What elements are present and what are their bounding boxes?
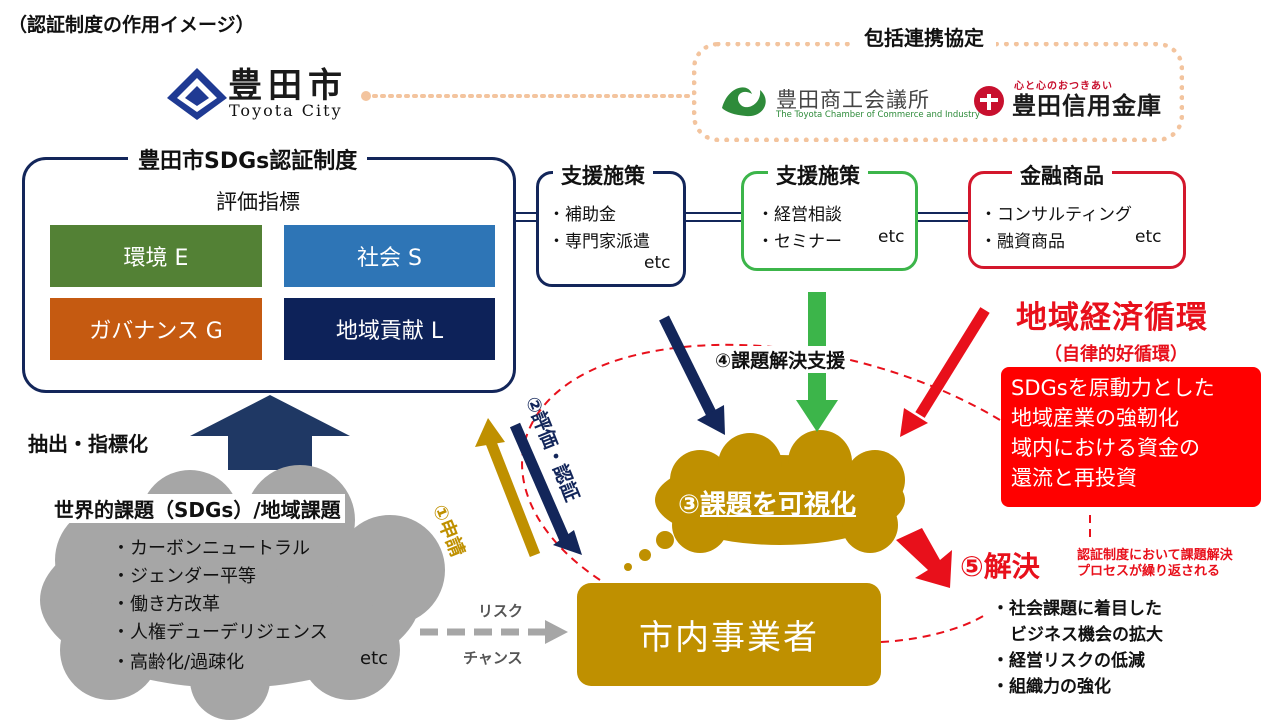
regional-economy-line: 還流と再投資: [1011, 466, 1137, 490]
bank-tagline: 心と心のおつきあい: [1014, 81, 1113, 92]
regional-economy-box: SDGsを原動力とした 地域産業の強靭化 域内における資金の 還流と再投資: [1001, 367, 1261, 507]
support-item: ・コンサルティング: [980, 205, 1132, 225]
issue-item: ・ジェンダー平等: [112, 566, 256, 587]
resolution-note-line: 認証制度において課題解決: [1077, 548, 1233, 563]
support-box-title: 金融商品: [1012, 160, 1112, 190]
issue-item: ・高齢化/過疎化: [112, 652, 245, 673]
indicator-tile-social: 社会 S: [284, 225, 495, 287]
issue-item: ・カーボンニュートラル: [112, 538, 310, 559]
issue-item: ・人権デューデリジェンス: [112, 622, 328, 643]
city-name-en: Toyota City: [229, 101, 343, 120]
sdg-system-title: 豊田市SDGs認証制度: [128, 143, 368, 175]
indicator-tile-environment: 環境 E: [50, 225, 262, 287]
indicator-tile-governance: ガバナンス G: [50, 298, 262, 360]
apply-arrow: [475, 418, 541, 558]
issues-title: 世界的課題（SDGs）/地域課題: [50, 494, 345, 523]
regional-economy-subtitle: （自律的好循環）: [1044, 344, 1188, 365]
resolution-item: ビジネス機会の拡大: [1010, 625, 1163, 645]
resolution-note: 認証制度において課題解決 プロセスが繰り返される: [1077, 548, 1233, 580]
visualize-cloud: [624, 430, 905, 571]
visualize-text: 課題を可視化: [700, 490, 857, 520]
support-arrow-red: [900, 307, 990, 437]
support-item: ・融資商品: [980, 232, 1065, 252]
problem-solving-support-label: ④課題解決支援: [711, 346, 850, 373]
support-item-etc: etc: [878, 227, 905, 247]
resolve-arrow: [896, 528, 952, 588]
visualize-prefix: ③: [678, 490, 701, 520]
partnership-title: 包括連携協定: [852, 22, 996, 51]
resolution-title: ⑤解決: [960, 550, 1040, 583]
city-emblem-icon: [167, 68, 227, 120]
support-item: ・専門家派遣: [548, 232, 650, 252]
support-box-title: 支援施策: [768, 160, 868, 190]
support-arrow-navy: [659, 315, 725, 435]
visualize-label: ③課題を可視化: [678, 484, 856, 521]
extract-up-arrow: [190, 395, 350, 470]
risk-label: リスク: [478, 602, 524, 620]
bank-name: 豊田信用金庫: [1012, 92, 1162, 120]
risk-chance-arrow-head: [545, 620, 568, 644]
issue-item-etc: etc: [360, 648, 389, 669]
eval-indicator-label: 評価指標: [216, 190, 300, 214]
resolution-note-line: プロセスが繰り返される: [1077, 564, 1221, 579]
chamber-name-en: The Toyota Chamber of Commerce and Indus…: [776, 110, 980, 120]
evaluate-arrow: [509, 422, 582, 555]
support-item-etc: etc: [1135, 227, 1162, 247]
issue-item: ・働き方改革: [112, 594, 220, 615]
support-item-etc: etc: [644, 253, 671, 273]
support-item: ・経営相談: [757, 205, 842, 225]
page-title: （認証制度の作用イメージ）: [8, 14, 255, 36]
chamber-logo-icon: [722, 87, 766, 117]
support-item: ・補助金: [548, 205, 616, 225]
local-businesses-box: 市内事業者: [577, 583, 881, 686]
connector-dot: [361, 91, 371, 101]
chance-label: チャンス: [463, 649, 523, 667]
cycle-arc-bottom: [880, 614, 986, 643]
resolution-item: ・組織力の強化: [992, 677, 1111, 697]
city-name: 豊田市: [228, 66, 348, 106]
chamber-name: 豊田商工会議所: [776, 88, 930, 112]
resolution-item: ・社会課題に着目した: [992, 599, 1162, 619]
support-box-title: 支援施策: [553, 160, 653, 190]
extract-label: 抽出・指標化: [28, 432, 148, 456]
bank-logo-icon: [974, 86, 1004, 116]
indicator-tile-local: 地域貢献 L: [284, 298, 495, 360]
support-item: ・セミナー: [757, 232, 842, 252]
regional-economy-title: 地域経済循環: [1016, 300, 1208, 336]
regional-economy-line: SDGsを原動力とした: [1011, 376, 1215, 400]
regional-economy-line: 地域産業の強靭化: [1011, 406, 1179, 430]
cycle-arc: [521, 343, 1001, 581]
resolution-item: ・経営リスクの低減: [992, 651, 1145, 671]
regional-economy-line: 域内における資金の: [1011, 436, 1200, 460]
